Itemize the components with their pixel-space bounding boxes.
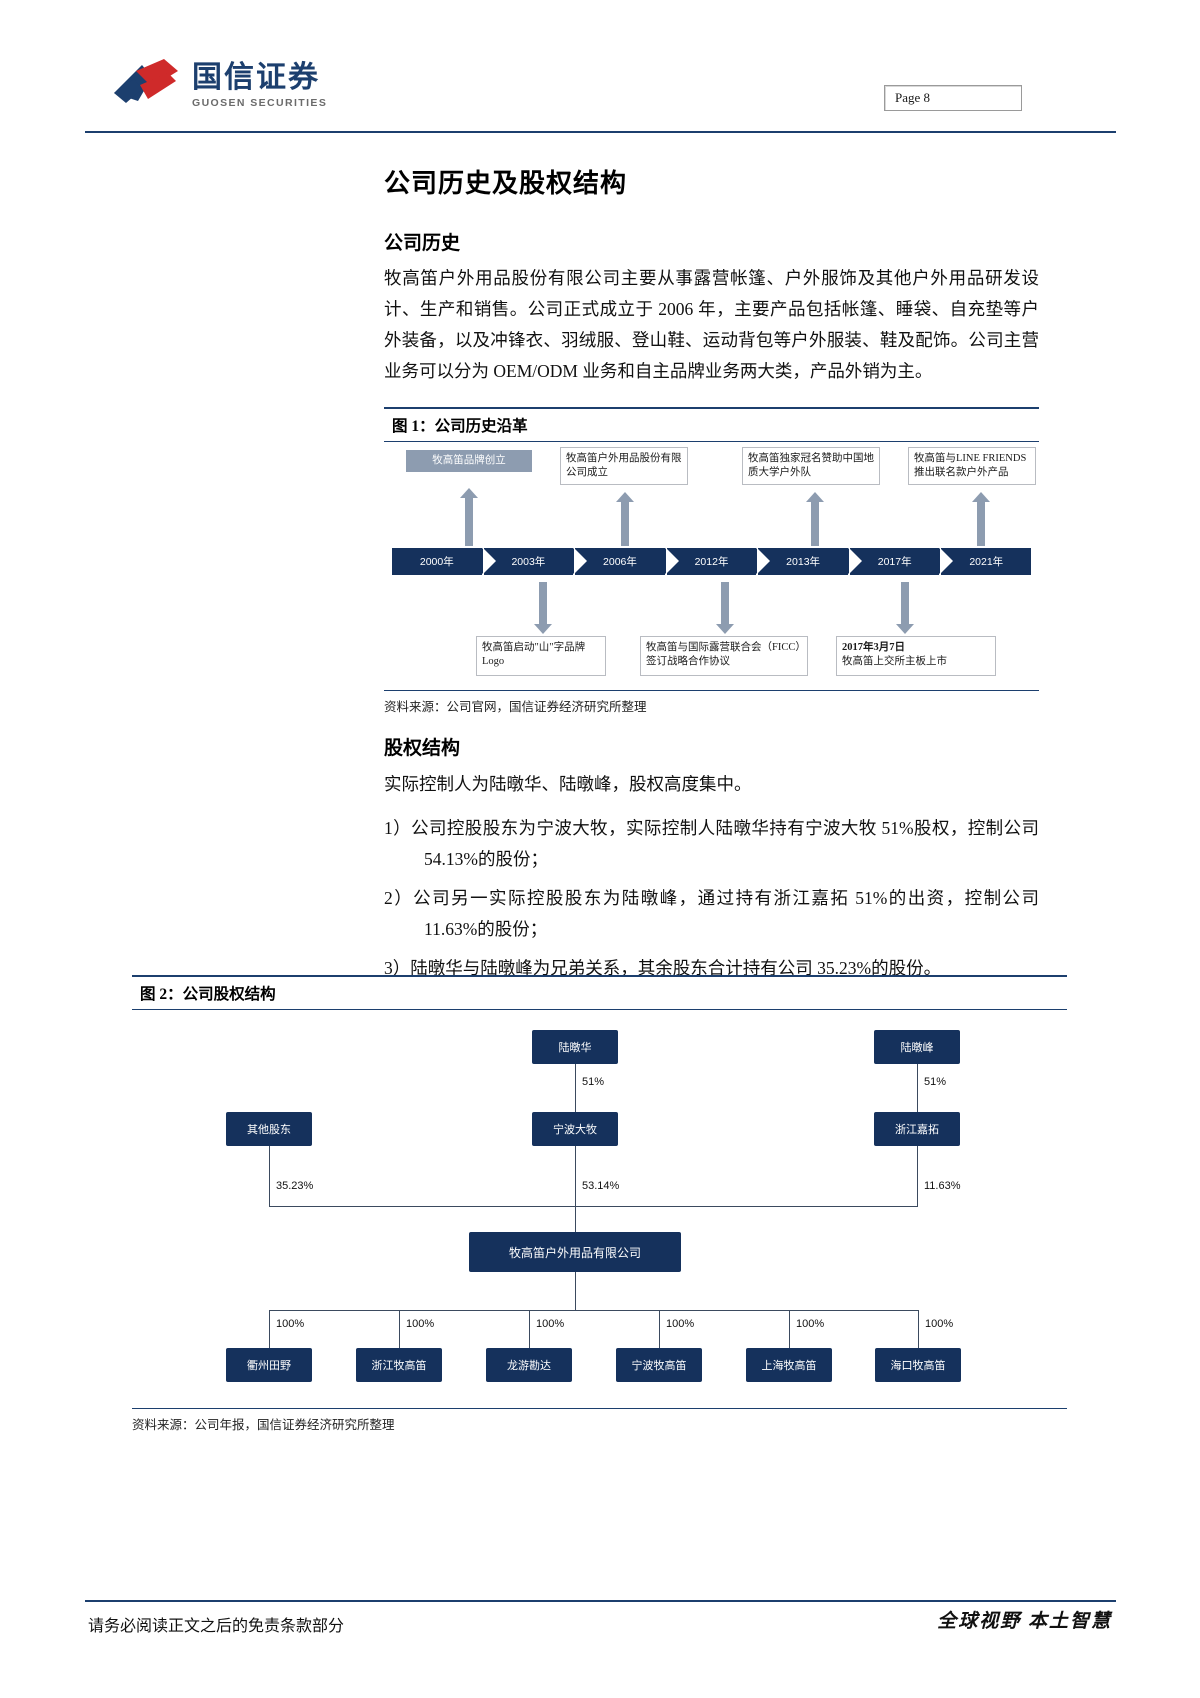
- connector-sub-4: [659, 1310, 660, 1348]
- timeline-bottom-event-3: 2017年3月7日 牧高笛上交所主板上市: [836, 636, 996, 676]
- timeline-top-event-2: 牧高笛户外用品股份有限公司成立: [560, 447, 688, 485]
- timeline-top-event-3: 牧高笛独家冠名赞助中国地质大学户外队: [742, 447, 880, 485]
- paragraph-equity-lead: 实际控制人为陆暾华、陆暾峰，股权高度集中。: [384, 774, 752, 794]
- arrow-down-icon-1: [534, 582, 552, 634]
- connector-sub-2: [399, 1310, 400, 1348]
- figure-1-caption: 图 1：公司历史沿革: [384, 407, 1039, 442]
- heading-equity-structure: 股权结构: [384, 738, 461, 759]
- timeline-bottom-event-2: 牧高笛与国际露营联合会（FICC）签订战略合作协议: [640, 636, 808, 676]
- node-subsidiary-4: 宁波牧高笛: [616, 1348, 702, 1382]
- connector-sub-3: [529, 1310, 530, 1348]
- figure-2-source: 资料来源：公司年报，国信证券经济研究所整理: [132, 1408, 1067, 1433]
- pct-sub-4: 100%: [664, 1318, 697, 1330]
- arrow-up-icon-1: [460, 488, 478, 546]
- figure-1-history-timeline: 图 1：公司历史沿革 牧高笛品牌创立 牧高笛户外用品股份有限公司成立 牧高笛独家…: [384, 407, 1039, 715]
- connector-company-down: [575, 1272, 576, 1310]
- pct-lu-dunhua-51: 51%: [580, 1076, 607, 1088]
- timeline-year-2006: 2006年: [574, 548, 678, 575]
- timeline-year-2021: 2021年: [940, 548, 1032, 575]
- timeline-diagram: 牧高笛品牌创立 牧高笛户外用品股份有限公司成立 牧高笛独家冠名赞助中国地质大学户…: [384, 442, 1039, 690]
- timeline-year-bar: 2000年 2003年 2006年 2012年 2013年 2017年 2021…: [392, 548, 1032, 575]
- arrow-down-icon-3: [896, 582, 914, 634]
- connector-jiatuo-down: [917, 1146, 918, 1206]
- connector-ningbo-down: [575, 1146, 576, 1206]
- header-divider: [85, 131, 1116, 133]
- node-lu-dunhua: 陆暾华: [532, 1030, 618, 1064]
- node-subsidiary-5: 上海牧高笛: [746, 1348, 832, 1382]
- logo-chinese-name: 国信证券: [192, 61, 320, 94]
- guosen-logo-text: 国信证券 GUOSEN SECURITIES: [192, 61, 328, 110]
- arrow-down-icon-2: [716, 582, 734, 634]
- guosen-logo: 国信证券 GUOSEN SECURITIES: [112, 57, 327, 109]
- timeline-bottom-event-1: 牧高笛启动"山"字品牌Logo: [476, 636, 606, 676]
- figure-2-caption: 图 2：公司股权结构: [132, 975, 1067, 1010]
- page-number-label: Page 8: [895, 90, 931, 105]
- page-number-badge: Page 8: [884, 85, 1022, 111]
- connector-sub-5: [789, 1310, 790, 1348]
- equity-point-3-text: 3）陆暾华与陆暾峰为兄弟关系，其余股东合计持有公司 35.23%的股份。: [384, 958, 942, 978]
- timeline-year-2013: 2013年: [757, 548, 861, 575]
- connector-lu-dunfeng-jiatuo: [917, 1064, 918, 1112]
- connector-sub-1: [269, 1310, 270, 1348]
- node-zhejiang-jiatuo: 浙江嘉拓: [874, 1112, 960, 1146]
- connector-lu-dunhua-ningbo: [575, 1064, 576, 1112]
- node-subsidiary-1: 衢州田野: [226, 1348, 312, 1382]
- node-subsidiary-3: 龙游勘达: [486, 1348, 572, 1382]
- footer-disclaimer: 请务必阅读正文之后的免责条款部分: [88, 1618, 345, 1635]
- logo-english-name: GUOSEN SECURITIES: [192, 97, 328, 109]
- pct-sub-5: 100%: [794, 1318, 827, 1330]
- timeline-year-2017: 2017年: [848, 548, 952, 575]
- timeline-top-event-1: 牧高笛品牌创立: [406, 450, 532, 472]
- pct-sub-2: 100%: [404, 1318, 437, 1330]
- pct-sub-6: 100%: [923, 1318, 956, 1330]
- equity-point-1: 1）公司控股股东为宁波大牧，实际控制人陆暾华持有宁波大牧 51%股权，控制公司 …: [384, 813, 1039, 875]
- arrow-up-icon-4: [972, 492, 990, 546]
- timeline-year-2012: 2012年: [665, 548, 769, 575]
- connector-other-down: [269, 1146, 270, 1206]
- arrow-up-icon-2: [616, 492, 634, 546]
- node-subsidiary-2: 浙江牧高笛: [356, 1348, 442, 1382]
- pct-ningbo-damu: 53.14%: [580, 1180, 622, 1192]
- node-other-shareholders: 其他股东: [226, 1112, 312, 1146]
- figure-2-equity-structure: 图 2：公司股权结构 陆暾华 陆暾峰 51% 51% 其他股东 宁波大牧 浙江嘉…: [132, 975, 1067, 1433]
- guosen-logo-mark-icon: [112, 57, 182, 109]
- equity-point-2: 2）公司另一实际控股股东为陆暾峰，通过持有浙江嘉拓 51%的出资，控制公司 11…: [384, 883, 1039, 945]
- node-lu-dunfeng: 陆暾峰: [874, 1030, 960, 1064]
- arrow-up-icon-3: [806, 492, 824, 546]
- connector-collector-to-company: [575, 1206, 576, 1232]
- pct-zhejiang-jiatuo: 11.63%: [922, 1180, 963, 1192]
- node-main-company: 牧高笛户外用品有限公司: [469, 1232, 681, 1272]
- node-subsidiary-6: 海口牧高笛: [875, 1348, 961, 1382]
- connector-subsidiary-bar: [269, 1310, 918, 1311]
- pct-sub-1: 100%: [274, 1318, 307, 1330]
- paragraph-company-history: 牧高笛户外用品股份有限公司主要从事露营帐篷、户外服饰及其他户外用品研发设计、生产…: [384, 268, 1039, 381]
- timeline-top-event-4: 牧高笛与LINE FRIENDS推出联名款户外产品: [908, 447, 1036, 485]
- pct-sub-3: 100%: [534, 1318, 567, 1330]
- connector-collector-bar: [269, 1206, 918, 1207]
- heading-company-history: 公司历史: [384, 233, 461, 254]
- equity-point-3: 3）陆暾华与陆暾峰为兄弟关系，其余股东合计持有公司 35.23%的股份。: [384, 953, 1039, 984]
- footer-divider: [85, 1600, 1116, 1602]
- page-title: 公司历史及股权结构: [384, 169, 628, 198]
- equity-structure-diagram: 陆暾华 陆暾峰 51% 51% 其他股东 宁波大牧 浙江嘉拓 35.23% 53…: [132, 1010, 1067, 1408]
- pct-other-shareholders: 35.23%: [274, 1180, 316, 1192]
- pct-lu-dunfeng-51: 51%: [922, 1076, 949, 1088]
- page-header: 国信证券 GUOSEN SECURITIES Page 8: [0, 0, 1200, 135]
- timeline-bottom-event-3-date: 2017年3月7日: [842, 642, 905, 653]
- timeline-year-2000: 2000年: [392, 548, 495, 575]
- timeline-year-2003: 2003年: [482, 548, 586, 575]
- figure-1-source: 资料来源：公司官网，国信证券经济研究所整理: [384, 690, 1039, 715]
- node-ningbo-damu: 宁波大牧: [532, 1112, 618, 1146]
- equity-point-2-text: 2）公司另一实际控股股东为陆暾峰，通过持有浙江嘉拓 51%的出资，控制公司 11…: [384, 888, 1039, 939]
- footer-slogan: 全球视野 本土智慧: [937, 1611, 1112, 1632]
- equity-point-1-text: 1）公司控股股东为宁波大牧，实际控制人陆暾华持有宁波大牧 51%股权，控制公司 …: [384, 818, 1039, 869]
- connector-sub-6: [918, 1310, 919, 1348]
- timeline-bottom-event-3-text: 牧高笛上交所主板上市: [842, 656, 947, 667]
